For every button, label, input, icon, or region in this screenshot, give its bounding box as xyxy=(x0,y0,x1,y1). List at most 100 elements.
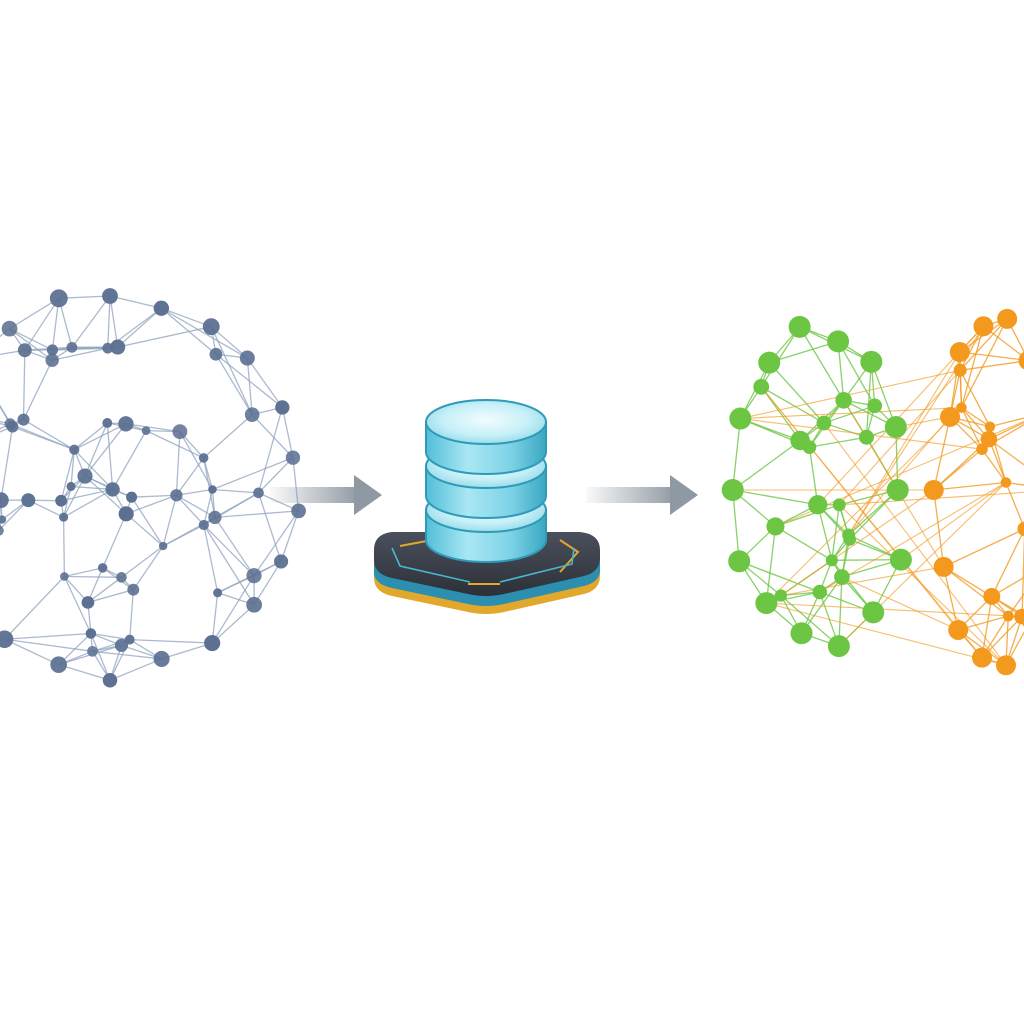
graph-edge xyxy=(73,423,127,451)
graph-edge xyxy=(131,496,164,547)
graph-node xyxy=(949,342,970,363)
graph-edge xyxy=(831,558,901,561)
graph-edge xyxy=(58,664,111,681)
graph-edge xyxy=(175,457,205,496)
graph-node xyxy=(49,289,68,308)
graph-edge xyxy=(732,489,740,562)
graph-edge xyxy=(71,295,111,348)
graph-edge xyxy=(257,407,283,494)
graph-node xyxy=(0,515,7,524)
graph-edge xyxy=(933,489,945,567)
graph-edge xyxy=(125,494,177,515)
graph-edge xyxy=(215,353,283,408)
graph-edge xyxy=(175,494,205,526)
graph-node xyxy=(105,482,120,497)
graph-node xyxy=(755,592,778,615)
graph-edge xyxy=(959,370,991,427)
database-disk xyxy=(425,399,547,475)
graph-edge xyxy=(131,494,177,498)
graph-edge xyxy=(246,357,283,408)
graph-edge xyxy=(112,430,147,490)
graph-edge xyxy=(52,347,108,351)
arrow-right-icon xyxy=(270,475,382,515)
graph-edge xyxy=(117,307,162,348)
graph-edge xyxy=(960,407,983,450)
graph-node xyxy=(827,635,850,658)
graph-node xyxy=(275,400,290,415)
graph-edge xyxy=(90,632,130,641)
graph-edge xyxy=(176,494,216,518)
graph-edge xyxy=(9,328,53,351)
graph-node xyxy=(291,503,306,519)
graph-edge xyxy=(991,576,1024,598)
graph-node xyxy=(774,589,788,602)
graph-edge xyxy=(257,492,282,562)
graph-edge xyxy=(246,357,253,415)
graph-node xyxy=(940,406,961,427)
graph-node xyxy=(802,440,817,454)
graph-node xyxy=(209,347,223,361)
graph-edge xyxy=(64,575,122,578)
graph-edge xyxy=(0,349,25,356)
graph-node xyxy=(1017,521,1024,537)
graph-edge xyxy=(0,422,13,428)
graph-edge xyxy=(145,430,204,459)
graph-node xyxy=(66,341,78,353)
graph-edge xyxy=(280,510,300,562)
graph-edge xyxy=(106,422,114,490)
graph-node xyxy=(244,407,260,422)
graph-edge xyxy=(203,524,219,593)
graph-edge xyxy=(943,566,1009,617)
graph-edge xyxy=(949,351,961,418)
graph-edge xyxy=(838,482,1007,647)
graph-node xyxy=(97,563,108,573)
graph-edge xyxy=(214,517,255,577)
graph-edge xyxy=(961,407,991,428)
graph-edge xyxy=(162,495,178,547)
graph-edge xyxy=(0,423,11,430)
graph-node xyxy=(1002,610,1014,622)
graph-node xyxy=(953,363,967,377)
graph-node xyxy=(721,479,744,501)
graph-node xyxy=(753,378,770,395)
graph-edge xyxy=(760,386,825,424)
graph-edge xyxy=(765,526,777,604)
graph-node xyxy=(983,587,1001,605)
graph-node xyxy=(69,444,80,455)
graph-node xyxy=(118,416,134,432)
graph-edge xyxy=(823,405,875,424)
graph-node xyxy=(208,485,217,494)
input-network-graph xyxy=(0,288,306,688)
graph-edge xyxy=(73,449,114,490)
graph-edge xyxy=(831,504,840,561)
graph-edge xyxy=(175,431,181,496)
graph-node xyxy=(788,315,811,338)
database-chip-icon xyxy=(374,399,600,614)
graph-node xyxy=(153,300,170,316)
graph-node xyxy=(808,495,828,515)
graph-edge xyxy=(988,421,1024,440)
graph-node xyxy=(816,415,832,431)
graph-node xyxy=(253,487,264,499)
graph-edge xyxy=(281,407,294,458)
graph-node xyxy=(825,554,838,567)
graph-node xyxy=(0,525,4,536)
graph-edge xyxy=(0,426,14,501)
graph-edge xyxy=(87,589,134,604)
graph-edge xyxy=(129,638,213,644)
graph-node xyxy=(102,342,114,354)
graph-edge xyxy=(4,638,93,652)
graph-edge xyxy=(732,439,801,491)
graph-node xyxy=(835,391,852,409)
graph-node xyxy=(1,320,18,337)
graph-edge xyxy=(9,328,53,361)
graph-edge xyxy=(251,414,294,459)
graph-node xyxy=(976,443,988,455)
graph-node xyxy=(933,556,954,577)
graph-node xyxy=(832,498,846,512)
graph-node xyxy=(729,407,752,430)
graph-node xyxy=(1000,477,1012,488)
graph-edge xyxy=(841,576,959,631)
graph-edge xyxy=(4,638,59,666)
graph-edge xyxy=(253,510,300,577)
